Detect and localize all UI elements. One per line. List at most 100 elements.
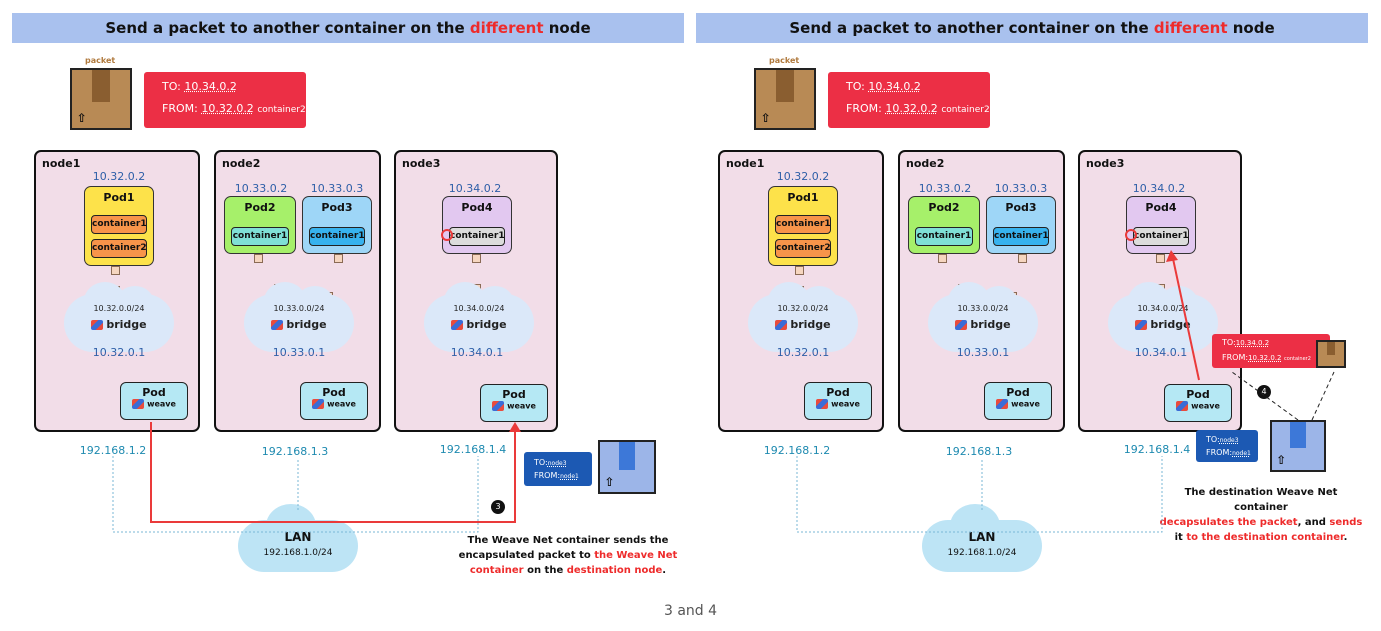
title-text-end: node [543,19,591,37]
lan-cloud: LAN 192.168.1.0/24 [238,504,358,572]
node-label: node2 [222,157,261,170]
weave-logo-icon [1176,401,1189,411]
bridge-ip: 10.32.0.1 [92,346,146,359]
veth-endpoint [1156,254,1165,263]
pod-name: Pod1 [103,191,135,204]
weave-logo-icon [91,320,104,330]
weave-label: weave [147,399,176,409]
veth-endpoint [254,254,263,263]
caption-text: on the [523,565,567,576]
outer-from-value: node1 [560,473,579,480]
bridge-ip: 10.32.0.1 [776,346,830,359]
weave-logo-icon [492,401,505,411]
weave-pod-name: Pod [502,388,526,401]
step-caption: The destination Weave Net container deca… [1158,485,1364,545]
weave-label: weave [507,401,536,411]
caption-text: . [662,565,667,576]
packet-path-line [150,422,516,523]
pod1: Pod1 container1 container2 [84,186,154,266]
caption-text: it [1174,532,1187,543]
outer-to-label: TO: [534,458,548,467]
diagram-panel-step3: Send a packet to another container on th… [10,0,686,600]
veth-endpoint [938,254,947,263]
pod-name: Pod1 [787,191,819,204]
figure-caption: 3 and 4 [663,603,718,619]
tag-from-value: 10.32.0.2 [201,102,254,115]
tag-to-value: 10.34.0.2 [184,80,237,93]
weave-label: weave [1011,399,1040,409]
node1: node1 10.32.0.2 Pod1 container1 containe… [34,150,200,432]
node-label: node3 [1086,157,1125,170]
title-highlight: different [1153,19,1228,37]
pod-name: Pod3 [321,201,353,214]
weave-logo-icon [451,320,464,330]
inner-from-label: FROM: [1222,353,1249,362]
pod-ip: 10.33.0.2 [918,182,972,195]
outer-to-value: node3 [547,460,567,467]
bridge-subnet: 10.33.0.0/24 [273,304,325,313]
encapsulated-packet-box-icon: ⇧ [1270,420,1326,472]
bridge-text: bridge [970,318,1011,331]
container1: container1 [775,215,831,234]
node1-host-ip: 192.168.1.2 [79,444,147,457]
container1: container1 [91,215,147,234]
caption-highlight: decapsulates the packet [1159,517,1298,528]
tag-from-value: 10.32.0.2 [885,102,938,115]
step-caption: The Weave Net container sends the encaps… [458,533,678,578]
outer-to-value: node3 [1219,437,1239,444]
node3: node3 10.34.0.2 Pod4 container1 10.34.0.… [1078,150,1242,432]
weave-logo-icon [775,320,788,330]
pod-name: Pod2 [244,201,276,214]
tag-from-suffix: container2 [257,105,306,115]
caption-text: encapsulated packet to [458,550,595,561]
pod-name: Pod4 [1145,201,1177,214]
weave-logo-icon [996,399,1009,409]
diagram-panel-step4: Send a packet to another container on th… [694,0,1370,600]
pod-ip: 10.34.0.2 [1132,182,1186,195]
pod-ip: 10.33.0.3 [994,182,1048,195]
bridge-cloud: 10.32.0.0/24 bridge [748,282,858,352]
node-label: node1 [42,157,81,170]
node3: node3 10.34.0.2 Pod4 container1 10.34.0.… [394,150,558,432]
weave-logo-icon [816,399,829,409]
container2: container2 [91,239,147,258]
encapsulated-packet-box-icon: ⇧ [598,440,656,494]
veth-endpoint [1018,254,1027,263]
weave-logo-icon [132,399,145,409]
lan-label: LAN [284,530,312,544]
caption-text: , and [1297,517,1330,528]
tag-to-label: TO: [846,80,865,93]
decapsulated-packet-box-icon [1316,340,1346,368]
bridge-ip: 10.33.0.1 [956,346,1010,359]
veth-endpoint [795,266,804,275]
bridge-subnet: 10.32.0.0/24 [777,304,829,313]
pod4: Pod4 container1 [442,196,512,254]
weave-label: weave [831,399,860,409]
node1-host-ip: 192.168.1.2 [763,444,831,457]
tag-from-suffix: container2 [941,105,990,115]
packet-address-tag: TO: 10.34.0.2 FROM: 10.32.0.2 container2 [828,72,990,128]
weave-pod-name: Pod [322,386,346,399]
bridge-ip: 10.34.0.1 [1134,346,1188,359]
bridge-text: bridge [286,318,327,331]
node3-host-ip: 192.168.1.4 [1123,443,1191,456]
step-badge: 4 [1257,385,1271,399]
pod2: Pod2 container1 [908,196,980,254]
outer-to-label: TO: [1206,435,1220,444]
bridge-cloud: 10.34.0.0/24 bridge [1108,282,1218,352]
weave-logo-icon [271,320,284,330]
node-label: node1 [726,157,765,170]
caption-highlight: container [469,565,524,576]
container1: container1 [993,227,1049,246]
tag-to-label: TO: [162,80,181,93]
inner-to-label: TO: [1222,338,1236,347]
caption-text: The Weave Net container sends the [467,535,669,546]
node3-host-ip: 192.168.1.4 [439,443,507,456]
veth-endpoint [111,266,120,275]
outer-from-label: FROM: [1206,448,1233,457]
panel-title: Send a packet to another container on th… [12,13,684,43]
veth-endpoint [334,254,343,263]
